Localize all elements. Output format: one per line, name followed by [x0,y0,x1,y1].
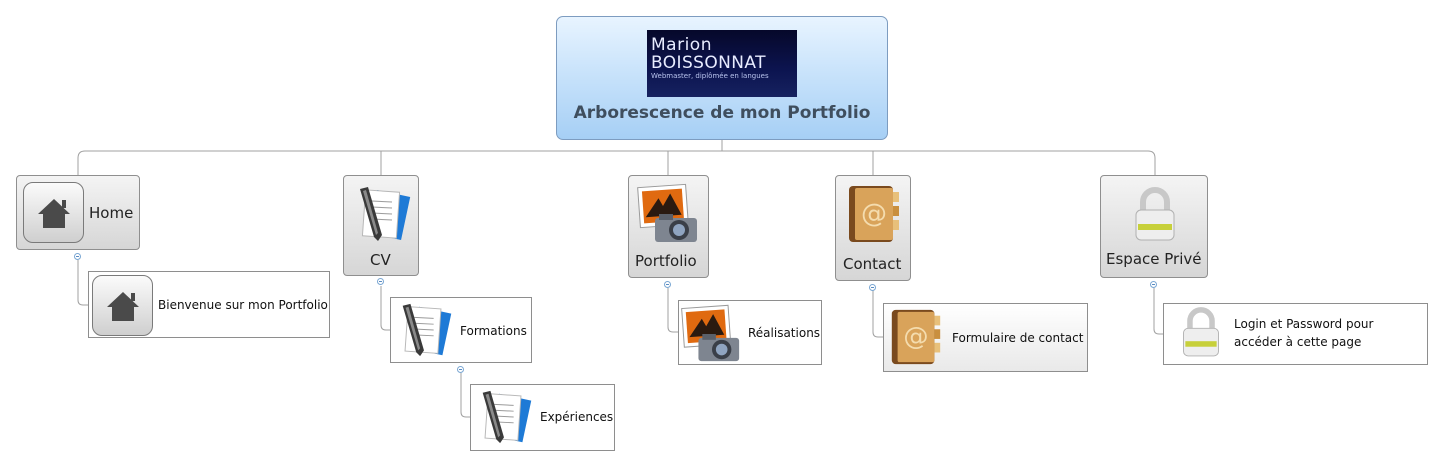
node-espace-prive-label: Espace Privé [1106,250,1202,268]
collapse-toggle-cv[interactable] [377,278,384,285]
collapse-toggle-formations[interactable] [457,366,464,373]
logo-banner: Marion BOISSONNAT Webmaster, diplômée en… [647,30,797,97]
collapse-toggle-portfolio[interactable] [664,281,671,288]
home-icon [92,275,153,336]
padlock-icon [1130,184,1180,244]
logo-first-name: Marion [651,35,712,55]
padlock-icon [1178,303,1224,361]
svg-text:@: @ [903,322,928,351]
pages-document-icon [473,387,533,447]
root-title: Arborescence de mon Portfolio [573,103,871,123]
address-book-icon: @ [886,306,946,368]
child-portfolio-realisations-label: Réalisations [748,326,821,340]
child-home-welcome-label: Bienvenue sur mon Portfolio [158,298,328,312]
photo-camera-icon [637,182,701,246]
child-cv-experiences-label: Expériences [540,410,614,424]
logo-last-name: BOISSONNAT [651,53,766,73]
svg-text:@: @ [861,199,887,229]
logo-subtitle: Webmaster, diplômée en langues [651,72,769,80]
node-home-label: Home [89,204,134,222]
collapse-toggle-contact[interactable] [869,284,876,291]
node-portfolio-label: Portfolio [635,252,697,270]
node-contact-label: Contact [843,255,902,273]
node-cv-label: CV [370,251,391,269]
home-icon [23,182,84,243]
child-cv-formations-label: Formations [460,324,527,338]
pages-document-icon [350,183,412,245]
child-contact-form-label: Formulaire de contact [952,331,1084,345]
child-espace-prive-login-label: Login et Password pour accéder à cette p… [1234,317,1374,349]
collapse-toggle-home[interactable] [74,253,81,260]
pages-document-icon [393,300,453,360]
collapse-toggle-espace-prive[interactable] [1150,281,1157,288]
address-book-icon: @ [843,182,905,246]
photo-camera-icon [681,303,743,365]
